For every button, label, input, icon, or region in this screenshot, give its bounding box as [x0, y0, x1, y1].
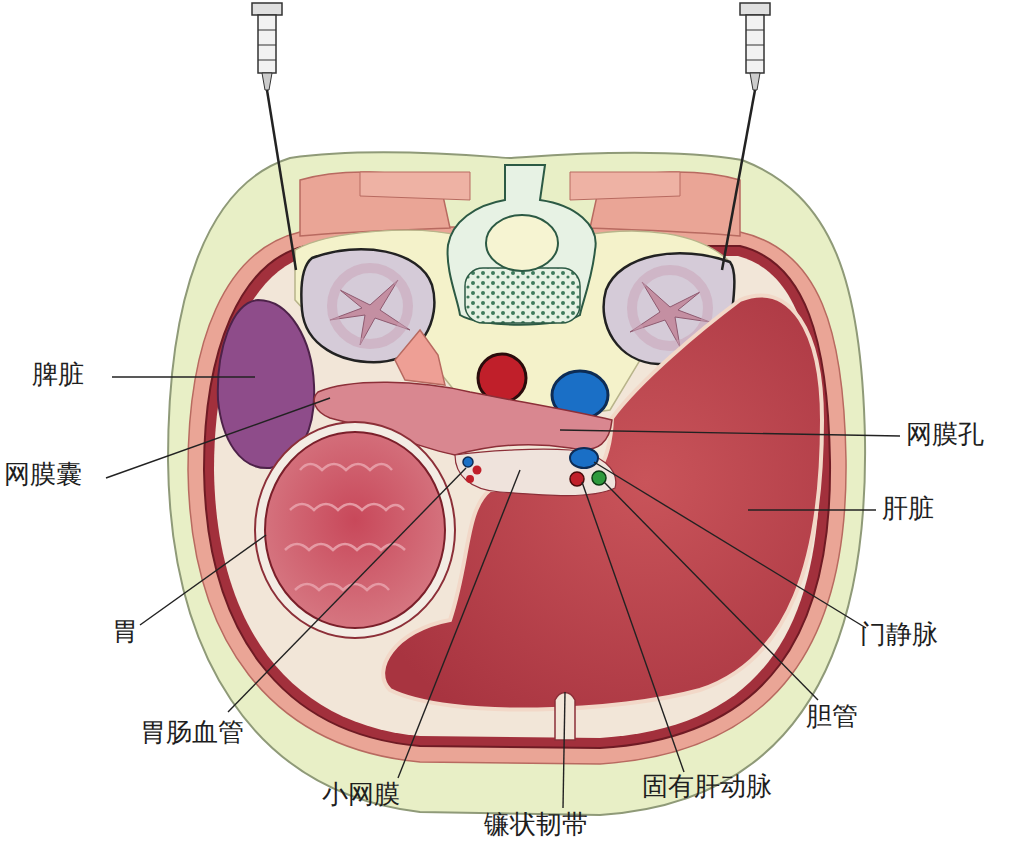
part-label: 胆管 [806, 702, 858, 732]
part-label: 肝脏 [882, 494, 934, 524]
part-label: 网膜囊 [4, 460, 82, 490]
part-label: 小网膜 [322, 780, 400, 810]
part-label: 固有肝动脉 [642, 772, 772, 802]
part-label: 脾脏 [32, 360, 84, 390]
needle [252, 3, 296, 270]
part-label: 网膜孔 [906, 420, 984, 450]
part-label: 镰状韧带 [484, 810, 588, 840]
needle [722, 3, 770, 270]
part-label: 胃 [112, 617, 138, 647]
leader-lines [106, 377, 900, 808]
part-label: 门静脉 [860, 620, 938, 650]
part-label: 胃肠血管 [140, 718, 244, 748]
